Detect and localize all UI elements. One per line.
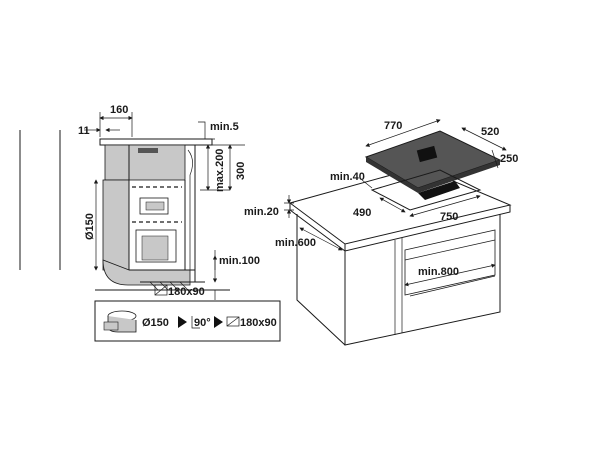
dim-vent-opening: 180x90: [168, 286, 205, 298]
dim-cutout-depth-max: 250: [500, 153, 518, 165]
dim-cutout-width: 750: [440, 211, 458, 223]
legend-angle: 90°: [194, 317, 211, 329]
dim-max200: max.200: [214, 149, 226, 192]
dim-min800: min.800: [418, 266, 459, 278]
cabinet-cavity: [404, 229, 496, 296]
legend-from-size: Ø150: [142, 317, 169, 329]
dim-min600: min.600: [275, 237, 316, 249]
side-section-view: 160 11 min.5 max.200 300 Ø150 min.100 18…: [19, 104, 260, 300]
arrow-right-icon: [214, 316, 223, 328]
dim-min100: min.100: [219, 255, 260, 267]
dim-top-width: 160: [110, 104, 128, 116]
dim-min5: min.5: [210, 121, 239, 133]
dim-offset: 11: [78, 125, 90, 137]
legend-to-size: 180x90: [240, 317, 277, 329]
dim-duct-diameter: Ø150: [84, 213, 96, 240]
arrow-right-icon: [178, 316, 187, 328]
duct-adapter-icon: [103, 310, 137, 333]
dim-hob-width: 770: [384, 120, 402, 132]
isometric-view: 770 520 250 min.40 490 750 min.20 min.60…: [244, 119, 518, 346]
dim-min40: min.40: [330, 171, 365, 183]
duct-section: [102, 179, 130, 271]
dim-cutout-depth: 490: [353, 207, 371, 219]
dim-min20: min.20: [244, 206, 279, 218]
dim-hob-depth: 520: [481, 126, 499, 138]
adapter-legend: Ø150 90° 180x90: [94, 300, 281, 342]
countertop-section: [99, 138, 213, 146]
dim-300: 300: [235, 162, 247, 180]
